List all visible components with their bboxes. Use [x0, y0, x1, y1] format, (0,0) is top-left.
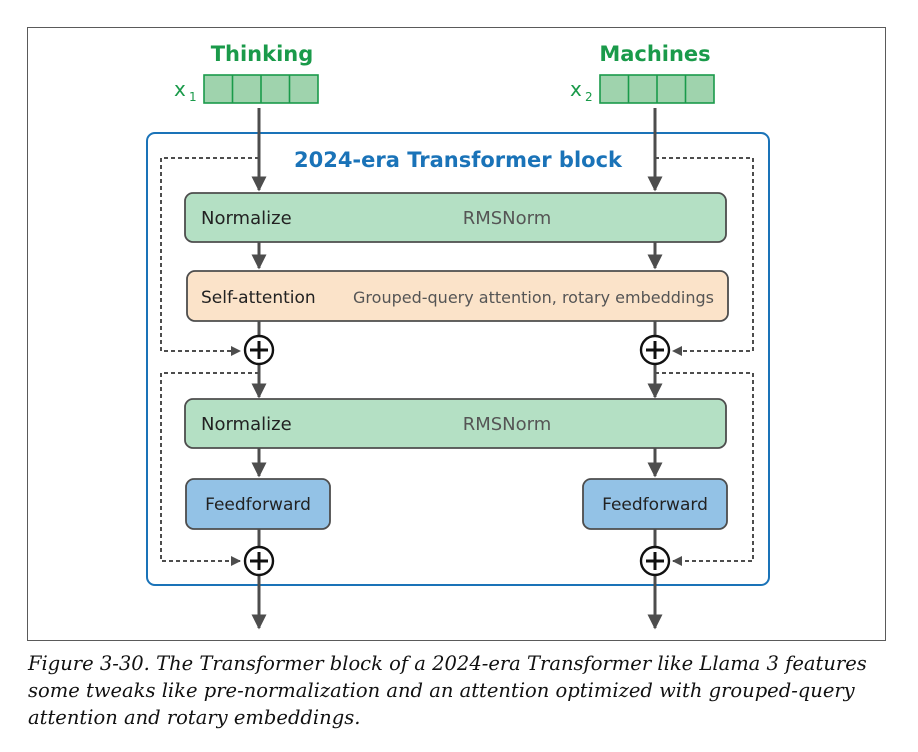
normalize-2-box — [184, 398, 727, 449]
self-attention-label: Self-attention — [201, 288, 316, 308]
token-2-embedding-vector — [599, 74, 715, 104]
residual-connections — [160, 157, 754, 566]
transformer-block-outline — [146, 132, 770, 586]
normalize-2-label: Normalize — [201, 414, 292, 435]
normalize-1-label: Normalize — [201, 208, 292, 229]
token-2-var: x — [570, 77, 582, 101]
token-2-sub: 2 — [585, 90, 593, 104]
feedforward-left-box — [185, 478, 331, 530]
add-icon — [243, 545, 275, 577]
self-attention-detail: Grouped-query attention, rotary embeddin… — [353, 288, 714, 307]
feedforward-right-label: Feedforward — [602, 495, 708, 515]
normalize-2-detail: RMSNorm — [463, 414, 552, 435]
figure-frame — [27, 27, 886, 641]
figure-caption: Figure 3-30. The Transformer block of a … — [28, 652, 867, 729]
feedforward-right-box — [582, 478, 728, 530]
transformer-block-diagram: Thinking x 1 Machines x 2 2024-era Trans… — [146, 42, 770, 630]
add-icon — [243, 334, 275, 366]
feedforward-left-label: Feedforward — [205, 495, 311, 515]
token-2-word: Machines — [599, 42, 710, 66]
add-icon — [639, 334, 671, 366]
normalize-1-detail: RMSNorm — [463, 208, 552, 229]
normalize-1-box — [184, 192, 727, 243]
token-1-var: x — [174, 77, 186, 101]
token-1-sub: 1 — [189, 90, 197, 104]
token-1-word: Thinking — [211, 42, 314, 66]
self-attention-box — [186, 270, 729, 322]
block-title: 2024-era Transformer block — [294, 148, 623, 172]
add-icon — [639, 545, 671, 577]
token-1-embedding-vector — [203, 74, 319, 104]
